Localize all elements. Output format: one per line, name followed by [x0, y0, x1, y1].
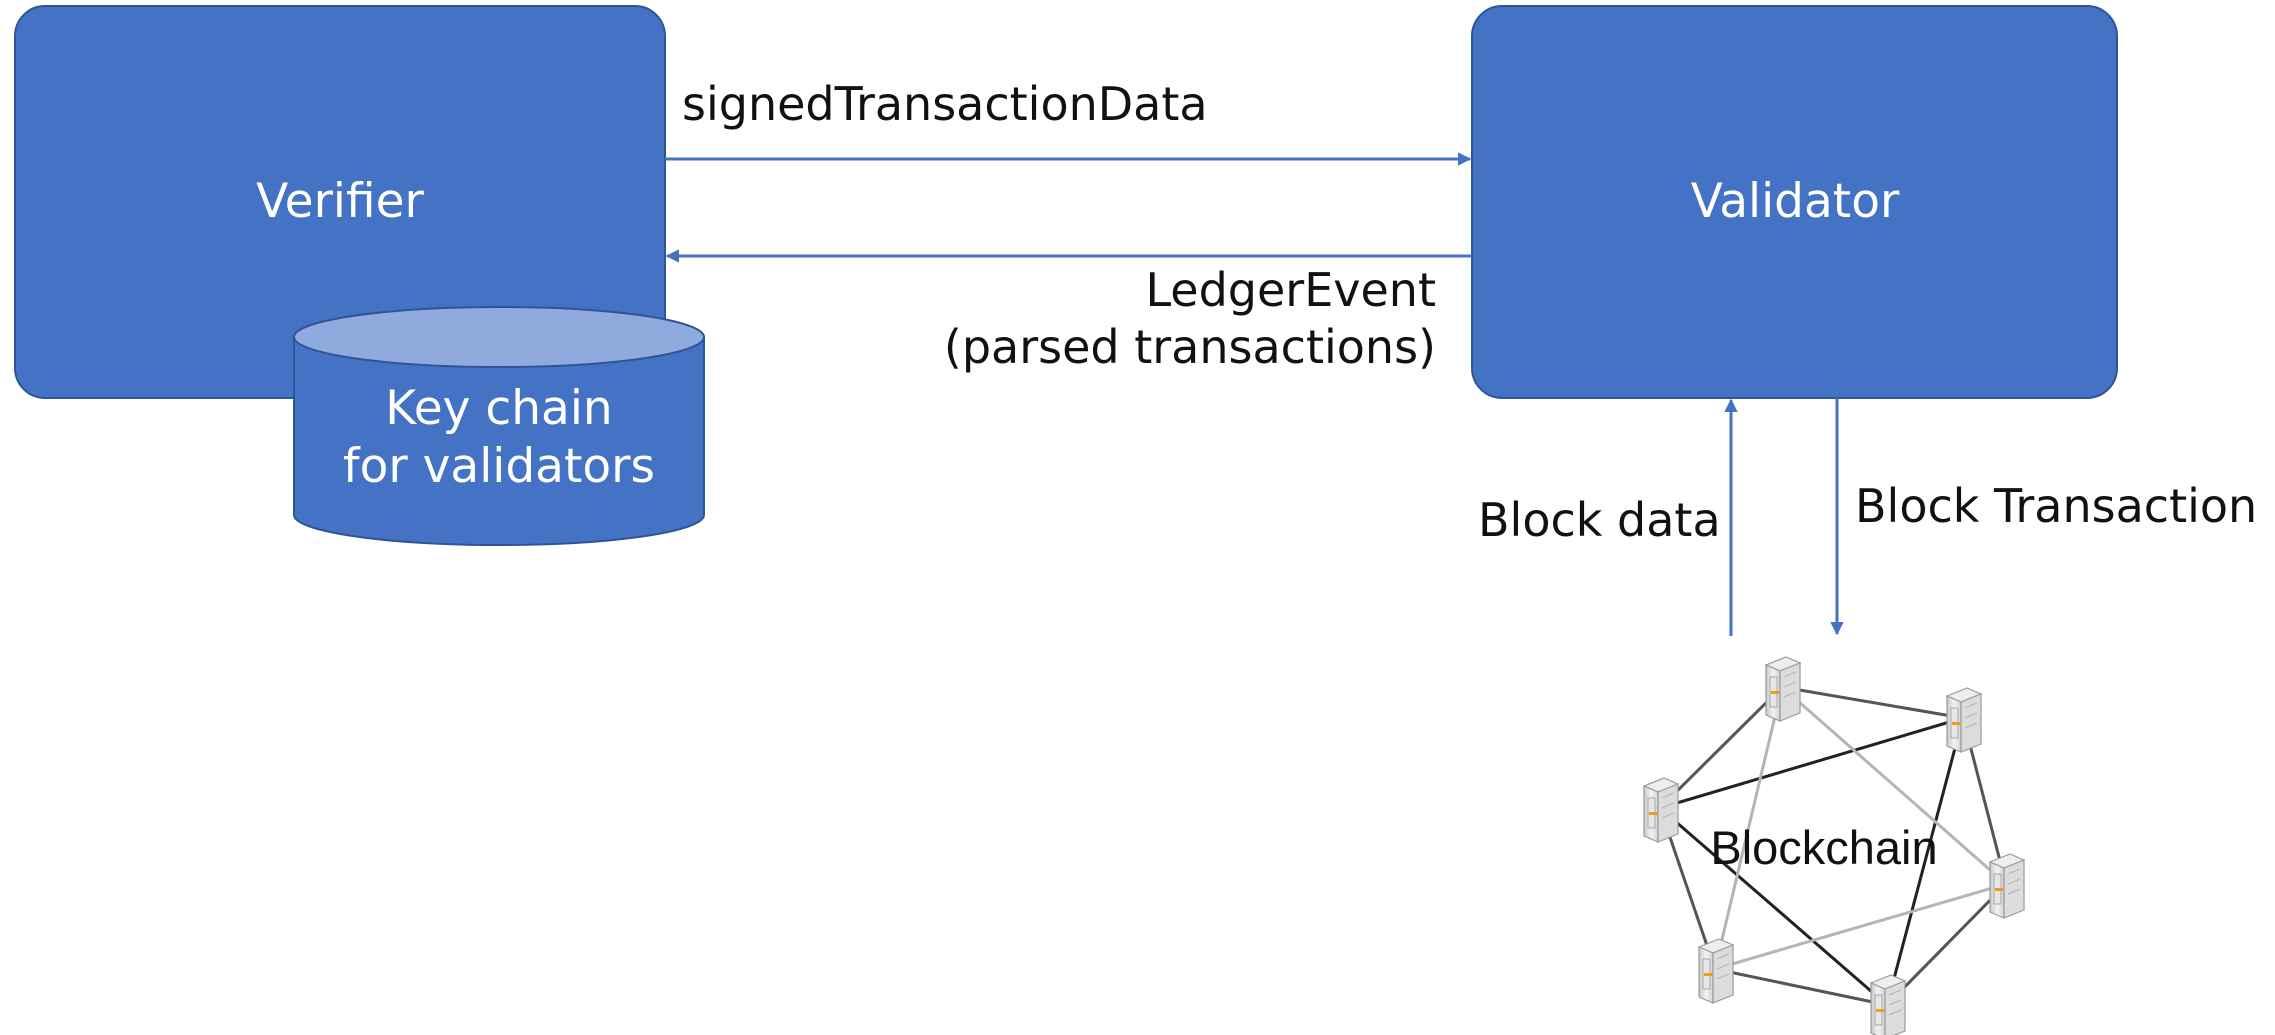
- server-icon: [1643, 777, 1679, 843]
- server-icon: [1946, 687, 1982, 753]
- edge-block-transaction: Block Transaction: [1830, 398, 2257, 636]
- validator-node: Validator: [1471, 5, 2118, 399]
- blockchain-label: Blockchain: [1710, 821, 1937, 874]
- signed-transaction-data-label: signedTransactionData: [682, 77, 1208, 131]
- keychain-label-line2: for validators: [343, 439, 655, 494]
- server-icon: [1765, 656, 1801, 722]
- block-data-label: Block data: [1478, 493, 1721, 547]
- ledger-event-label-line1: LedgerEvent: [1145, 263, 1436, 317]
- edge-signed-transaction-data: signedTransactionData: [665, 77, 1472, 166]
- network-links: [1658, 685, 2008, 1007]
- server-icon: [1989, 853, 2025, 919]
- ledger-event-label-line2: (parsed transactions): [944, 320, 1436, 374]
- edge-block-data: Block data: [1478, 398, 1738, 636]
- block-transaction-label: Block Transaction: [1855, 479, 2257, 533]
- edge-ledger-event: LedgerEvent (parsed transactions): [665, 249, 1472, 374]
- verifier-label: Verifier: [256, 174, 424, 229]
- server-icon: [1698, 938, 1734, 1004]
- verifier-node: Verifier: [14, 5, 666, 399]
- server-icon: [1870, 974, 1906, 1035]
- blockchain-network: Blockchain: [1643, 656, 2025, 1035]
- validator-label: Validator: [1691, 174, 1900, 229]
- keychain-cylinder: Key chain for validators: [293, 306, 705, 546]
- keychain-label-line1: Key chain: [385, 381, 612, 436]
